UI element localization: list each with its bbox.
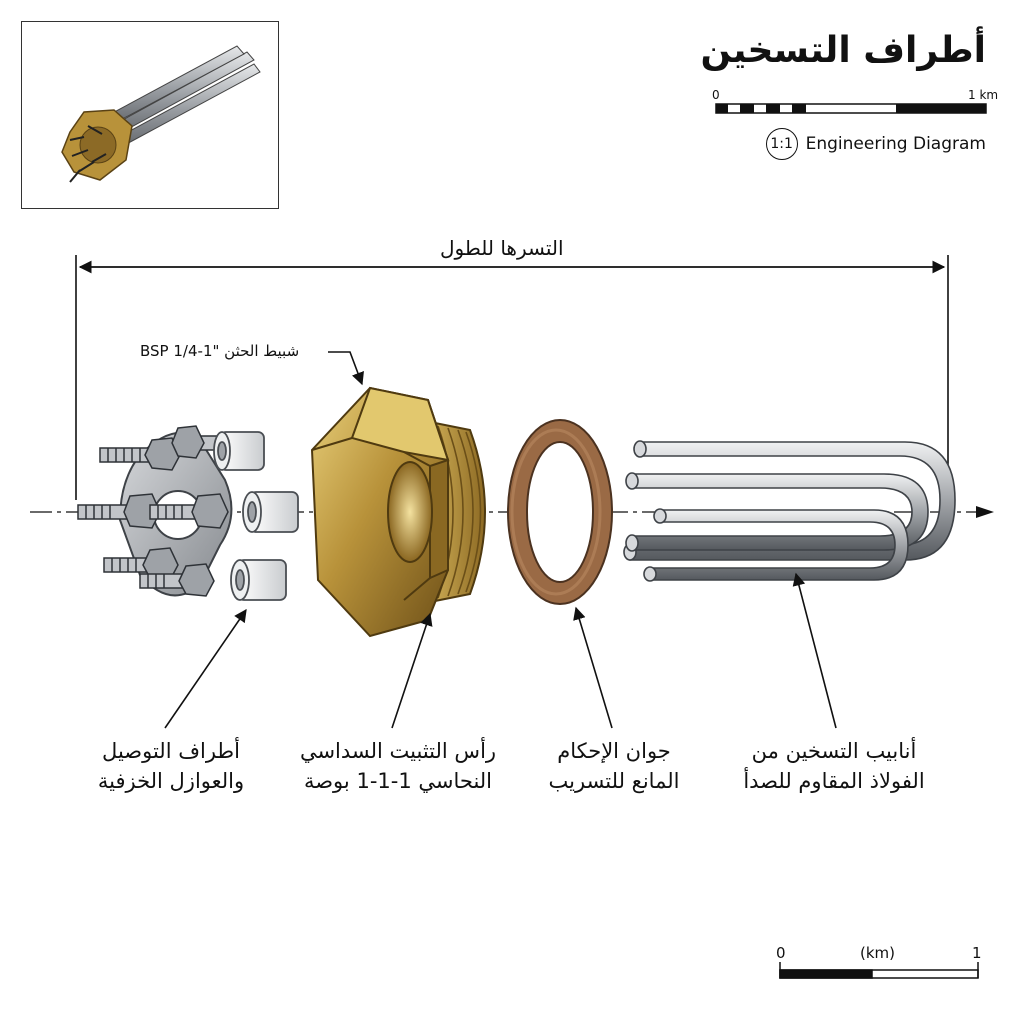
scale-bottom-start: 0 <box>776 944 786 962</box>
scale-top-start: 0 <box>712 88 720 102</box>
subtitle: 1:1 Engineering Diagram <box>765 128 986 160</box>
scale-ratio-badge: 1:1 <box>765 128 798 160</box>
ceramic-insulators <box>213 431 299 601</box>
terminal-studs <box>77 425 229 597</box>
scale-bottom-end: 1 <box>972 944 982 962</box>
dimension-line <box>75 255 949 500</box>
inset-heater-illustration <box>61 45 261 183</box>
scale-bottom-unit: (km) <box>860 944 896 962</box>
sealing-gasket <box>507 419 613 605</box>
brass-hex-head <box>310 386 486 638</box>
leader-lines <box>164 351 837 729</box>
scale-bar-bottom <box>779 962 979 979</box>
diagram-title: أطراف التسخين <box>700 30 986 71</box>
callout-heating-tubes: أنابيب التسخين من الفولاذ المقاوم للصدأ <box>743 739 925 793</box>
thread-spec-label: شبيط الحثن "1-1/4 BSP <box>140 342 300 360</box>
heating-tubes <box>623 440 956 582</box>
subtitle-text: Engineering Diagram <box>805 134 986 154</box>
scale-top-end: 1 km <box>968 88 999 102</box>
callout-terminals: أطراف التوصيل والعوازل الخزفية <box>97 739 245 793</box>
inset-preview <box>21 21 279 209</box>
callout-gasket: جوان الإحكام المانع للتسريب <box>548 739 680 793</box>
callout-hex-head: رأس التثبيت السداسي النحاسي 1-1-1 بوصة <box>299 739 497 793</box>
dimension-label: التسرها للطول <box>440 236 564 260</box>
